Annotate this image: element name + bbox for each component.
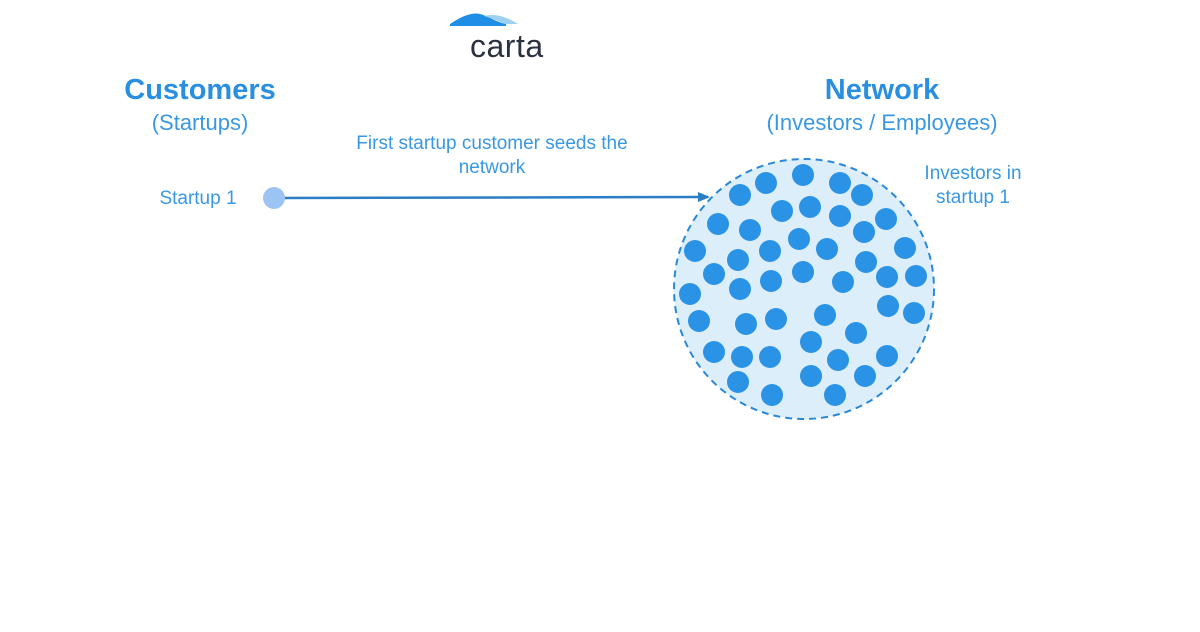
investor-node — [832, 271, 854, 293]
carta-wordmark: carta — [470, 28, 544, 64]
investor-node — [877, 295, 899, 317]
investor-node — [875, 208, 897, 230]
investor-node — [800, 331, 822, 353]
investor-node — [816, 238, 838, 260]
network-subtitle: (Investors / Employees) — [766, 110, 998, 135]
investor-node — [729, 278, 751, 300]
investor-node — [759, 240, 781, 262]
startup-node — [263, 187, 285, 209]
investor-node — [735, 313, 757, 335]
investor-node — [759, 346, 781, 368]
investor-node — [707, 213, 729, 235]
investor-node — [792, 164, 814, 186]
investor-node — [755, 172, 777, 194]
investor-node — [799, 196, 821, 218]
investor-node — [845, 322, 867, 344]
investor-node — [876, 345, 898, 367]
seed-arrow — [279, 192, 710, 203]
investor-node — [851, 184, 873, 206]
investor-node — [684, 240, 706, 262]
customers-subtitle: (Startups) — [151, 110, 249, 135]
investor-node — [824, 384, 846, 406]
investor-node — [792, 261, 814, 283]
investor-node — [760, 270, 782, 292]
investor-node — [688, 310, 710, 332]
investor-node — [894, 237, 916, 259]
investor-node — [679, 283, 701, 305]
customers-title: Customers — [124, 74, 276, 106]
investor-node — [703, 263, 725, 285]
investor-node — [727, 371, 749, 393]
investor-node — [854, 365, 876, 387]
investor-node — [765, 308, 787, 330]
investor-node — [771, 200, 793, 222]
investor-node — [855, 251, 877, 273]
investor-node — [739, 219, 761, 241]
investor-cluster-label: Investors in startup 1 — [924, 163, 1022, 208]
carta-mountain-icon — [450, 13, 518, 26]
investor-node — [703, 341, 725, 363]
investor-node — [853, 221, 875, 243]
arrow-label: First startup customer seeds the network — [356, 133, 628, 178]
network-nodes — [679, 164, 927, 406]
investor-node — [876, 266, 898, 288]
investor-node — [905, 265, 927, 287]
network-title: Network — [824, 74, 940, 106]
investor-node — [729, 184, 751, 206]
investor-node — [827, 349, 849, 371]
startup-node-label: Startup 1 — [159, 188, 237, 209]
investor-node — [731, 346, 753, 368]
investor-node — [727, 249, 749, 271]
investor-node — [903, 302, 925, 324]
carta-logo: carta — [446, 8, 556, 64]
investor-node — [761, 384, 783, 406]
investor-node — [788, 228, 810, 250]
investor-node — [829, 205, 851, 227]
investor-node — [829, 172, 851, 194]
investor-node — [814, 304, 836, 326]
investor-node — [800, 365, 822, 387]
